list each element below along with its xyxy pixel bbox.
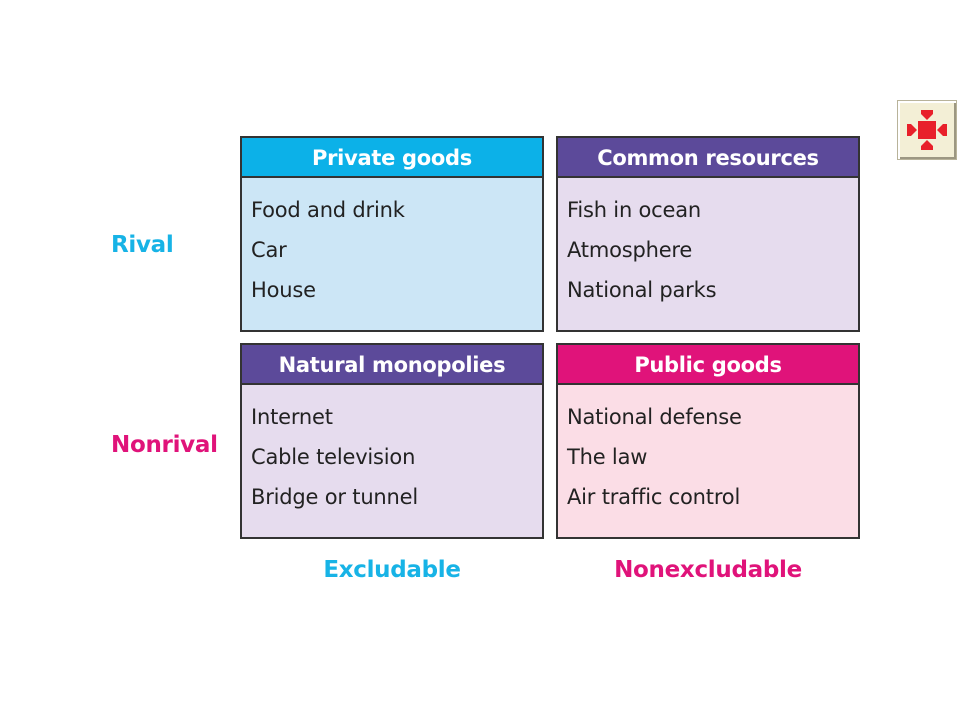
quadrant-natural-monopolies: Natural monopolies Internet Cable televi… bbox=[240, 343, 544, 539]
arrows-inward-button[interactable] bbox=[897, 100, 957, 160]
quadrant-items: Food and drink Car House bbox=[242, 178, 542, 314]
list-item: Fish in ocean bbox=[567, 198, 702, 222]
list-item: The law bbox=[567, 445, 648, 469]
list-item: House bbox=[251, 278, 316, 302]
quadrant-title: Natural monopolies bbox=[242, 345, 542, 385]
quadrant-items: Fish in ocean Atmosphere National parks bbox=[558, 178, 858, 314]
list-item: Food and drink bbox=[251, 198, 405, 222]
column-label-nonexcludable: Nonexcludable bbox=[614, 557, 802, 583]
list-item: Car bbox=[251, 238, 287, 262]
list-item: National parks bbox=[567, 278, 717, 302]
list-item: Bridge or tunnel bbox=[251, 485, 419, 509]
list-item: National defense bbox=[567, 405, 742, 429]
quadrant-title: Common resources bbox=[558, 138, 858, 178]
row-label-nonrival: Nonrival bbox=[111, 432, 218, 458]
quadrant-items: Internet Cable television Bridge or tunn… bbox=[242, 385, 542, 521]
quadrant-public-goods: Public goods National defense The law Ai… bbox=[556, 343, 860, 539]
quadrant-common-resources: Common resources Fish in ocean Atmospher… bbox=[556, 136, 860, 332]
list-item: Cable television bbox=[251, 445, 416, 469]
list-item: Internet bbox=[251, 405, 333, 429]
quadrant-title: Public goods bbox=[558, 345, 858, 385]
list-item: Air traffic control bbox=[567, 485, 741, 509]
arrows-inward-icon bbox=[907, 110, 947, 150]
list-item: Atmosphere bbox=[567, 238, 693, 262]
column-label-excludable: Excludable bbox=[323, 557, 461, 583]
quadrant-title: Private goods bbox=[242, 138, 542, 178]
row-label-rival: Rival bbox=[111, 232, 174, 258]
quadrant-items: National defense The law Air traffic con… bbox=[558, 385, 858, 521]
quadrant-private-goods: Private goods Food and drink Car House bbox=[240, 136, 544, 332]
